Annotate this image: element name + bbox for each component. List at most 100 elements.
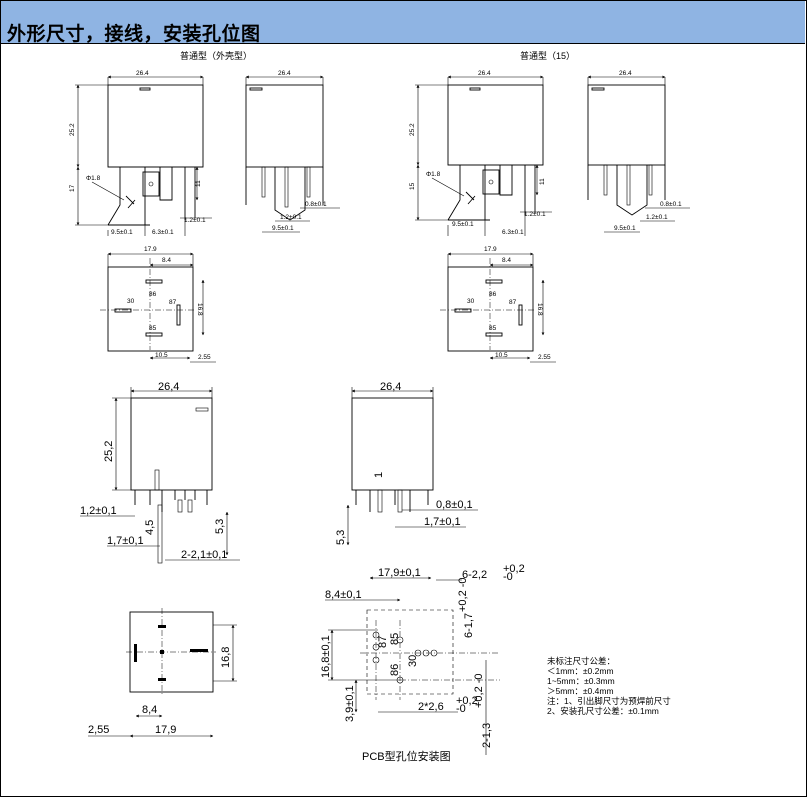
pcb-bottom-view: 16,8 8,4 2,55 17,9 (88, 608, 237, 738)
pcb-holes-d4: 6-1,7 (463, 613, 475, 638)
note-line-3: ＞5mm：±0.4mm (547, 686, 614, 696)
relay-body-front (107, 84, 204, 168)
dim-top-left-height: 25.2 (69, 123, 76, 136)
note-line-2: 1~5mm：±0.3mm (547, 676, 615, 686)
bl-h: 16.8 (196, 303, 203, 316)
top-right-drawing: 普通型（15） 26.4 25.2 15 Φ1.8 11 9.5±0.1 6.3… (409, 50, 690, 236)
dim-top-right-height: 25.2 (409, 123, 416, 136)
note-line-5: 2、安装孔尺寸公差：±0.1mm (547, 706, 659, 716)
note-line-0: 未标注尺寸公差： (547, 656, 615, 666)
dim-top-right-side-pitch: 9.5±0.1 (614, 225, 636, 232)
pcb-side-view: 26,4 1 5,3 0,8±0,1 1,7±0,1 (335, 381, 478, 546)
pcb-holes-p87: 87 (377, 636, 389, 648)
bl-p86: 86 (149, 291, 157, 298)
pcb-side-width: 26,4 (380, 381, 401, 393)
bottom-view-left: 17.9 8.4 30 86 87 85 16.8 10.5 2.55 (100, 246, 216, 363)
dim-top-left-pinw: 1.2±0.1 (184, 217, 206, 224)
dim-top-right-side-width: 26.4 (619, 70, 632, 77)
pcb-holes-d5: 16,8±0,1 (320, 635, 332, 678)
relay-body-side-2 (587, 84, 666, 166)
bl-w: 17.9 (144, 246, 157, 253)
bl-p30: 30 (127, 298, 135, 305)
pcb-holes-d8: 2-1,3 (481, 723, 493, 748)
br-b2: 2.55 (538, 354, 551, 361)
top-left-caption: 普通型（外壳型） (180, 50, 252, 61)
pcb-bottom-w3: 17,9 (155, 724, 176, 736)
bl-p85: 85 (149, 325, 157, 332)
pcb-front-view: 26,4 25,2 1,2±0,1 1,7±0,1 4,5 5,3 2-2,1±… (80, 381, 240, 564)
dim-top-right-pinw: 1.2±0.1 (524, 211, 546, 218)
br-p30: 30 (467, 298, 475, 305)
dim-top-left-11: 11 (195, 180, 202, 187)
bl-b2: 2.55 (198, 354, 211, 361)
pcb-holes-d6: 3,9±0,1 (344, 685, 356, 722)
dim-top-right-dia: Φ1.8 (426, 171, 441, 178)
pcb-hole-layout: 17,9±0,1 6-2,2 +0,2 -0 8,4±0,1 6-1,7 +0,… (320, 563, 525, 763)
pcb-bottom-w2: 2,55 (88, 724, 109, 736)
pcb-bottom-w1: 8,4 (142, 704, 157, 716)
pcb-holes-p30: 30 (407, 655, 419, 667)
br-w: 17.9 (484, 246, 497, 253)
dim-top-right-pinlen: 15 (409, 182, 416, 190)
dim-top-left-width: 26.4 (136, 70, 149, 77)
pcb-bottom-h: 16,8 (220, 647, 232, 668)
dim-top-right-pitch-a: 9.5±0.1 (452, 221, 474, 228)
relay-body-front-2 (447, 84, 544, 166)
dim-top-left-pitch-b: 6.3±0.1 (152, 229, 174, 236)
pcb-front-pitch: 2-2,1±0,1 (181, 549, 227, 561)
note-line-1: ＜1mm：±0.2mm (547, 666, 614, 676)
pcb-front-width: 26,4 (158, 381, 179, 393)
bl-p87: 87 (169, 299, 177, 306)
top-right-caption: 普通型（15） (520, 50, 575, 61)
pcb-holes-d1: 17,9±0,1 (378, 567, 421, 579)
pcb-side-pin-len: 5,3 (335, 530, 347, 545)
br-p86: 86 (489, 291, 497, 298)
dim-top-right-side-w: 1.2±0.1 (646, 214, 668, 221)
pcb-holes-p85: 85 (389, 633, 401, 645)
pcb-holes-p86: 86 (389, 664, 401, 676)
dim-top-left-side-pitch: 9.5±0.1 (272, 225, 294, 232)
pcb-holes-d4-tol: +0,2 -0 (457, 577, 469, 612)
pcb-side-dim1: 1 (373, 472, 385, 478)
note-line-4: 注：1、引出脚尺寸为预焊前尺寸 (547, 696, 671, 706)
pcb-holes-d7-tol-bot: -0 (456, 703, 466, 715)
pcb-side-pin-t: 0,8±0,1 (436, 499, 473, 511)
dim-top-left-side-width: 26.4 (278, 70, 291, 77)
dim-top-right-width: 26.4 (478, 70, 491, 77)
dim-top-right-side-t: 0.8±0.1 (660, 201, 682, 208)
dim-top-right-11: 11 (539, 178, 546, 185)
br-p85: 85 (489, 325, 497, 332)
pcb-holes-d2-tol-bot: -0 (503, 571, 513, 583)
page-title: 外形尺寸，接线，安装孔位图 (7, 23, 261, 45)
pcb-holes-d7: 2*2,6 (418, 701, 444, 713)
dim-top-right-pitch-b: 6.3±0.1 (502, 229, 524, 236)
dim-top-left-pitch-a: 9.5±0.1 (111, 229, 133, 236)
pcb-holes-d2-tol-top: +0,2 (503, 563, 525, 575)
dim-top-left-side-w: 1.2±0.1 (280, 214, 302, 221)
pcb-holes-d8-tol: +0,2 -0 (473, 673, 485, 708)
pcb-front-height: 25,2 (103, 441, 115, 462)
header-bar: 外形尺寸，接线，安装孔位图 (1, 1, 805, 45)
top-left-drawing: 普通型（外壳型） 26.4 25.2 17 Φ1.8 11 9.5±0.1 6.… (69, 50, 340, 236)
bl-w2: 8.4 (162, 257, 171, 264)
pcb-holes-d3: 8,4±0,1 (325, 589, 362, 601)
bl-b1: 10.5 (155, 352, 168, 359)
pcb-side-pin-w: 1,7±0,1 (424, 516, 461, 528)
pcb-holes-caption: PCB型孔位安装图 (362, 749, 451, 763)
pcb-holes-d2: 6-2,2 (462, 569, 487, 581)
dim-top-left-pinlen: 17 (69, 184, 76, 192)
relay-body-side (245, 84, 324, 168)
br-h: 16.8 (536, 303, 543, 316)
pcb-holes-d7-tol-top: +0,2 (456, 695, 478, 707)
dim-top-left-dia: Φ1.8 (86, 175, 101, 182)
tolerance-notes: 未标注尺寸公差： ＜1mm：±0.2mm 1~5mm：±0.3mm ＞5mm：±… (547, 656, 671, 716)
pcb-front-pin-t: 1,7±0,1 (107, 535, 144, 547)
pcb-front-pin-w: 1,2±0,1 (80, 505, 117, 517)
br-w2: 8.4 (502, 257, 511, 264)
pcb-front-pin-len: 5,3 (214, 519, 226, 534)
pcb-front-pin-h: 4,5 (144, 520, 156, 535)
br-b1: 10.5 (495, 352, 508, 359)
